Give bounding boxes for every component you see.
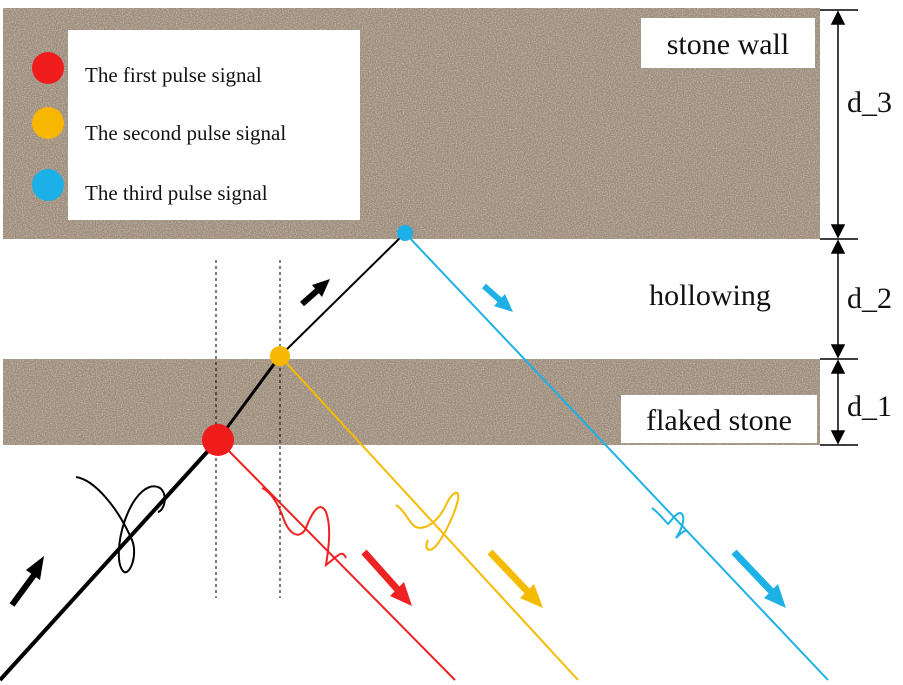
second-reflection-arrow <box>487 549 543 608</box>
legend-marker-third <box>32 169 64 201</box>
second-reflection-ray <box>279 355 579 681</box>
incident-direction-arrow-upper <box>300 279 330 307</box>
stone-wall-label-box <box>641 18 815 68</box>
third-reflection-ray <box>404 232 829 681</box>
second-reflection-point <box>270 346 290 366</box>
first-pulse-waveform <box>261 487 347 568</box>
incident-pulse-waveform <box>75 476 166 574</box>
stone-wall-label: stone wall <box>667 28 789 61</box>
legend-label-first: The first pulse signal <box>85 63 262 87</box>
legend: The first pulse signal The second pulse … <box>32 30 360 220</box>
d3-label: d_3 <box>847 86 892 119</box>
first-reflection-arrow <box>361 549 412 606</box>
third-reflection-arrow <box>731 549 786 608</box>
third-reflection-arrow-upper <box>482 283 513 312</box>
d2-label: d_2 <box>847 282 892 315</box>
flaked-stone-label: flaked stone <box>646 404 792 437</box>
legend-label-second: The second pulse signal <box>85 121 286 145</box>
flaked-stone-label-box <box>621 395 817 443</box>
legend-box <box>68 30 360 220</box>
hollowing-label: hollowing <box>649 279 771 312</box>
incident-ray-in-hollow <box>279 232 406 357</box>
second-pulse-waveform <box>395 491 460 551</box>
legend-marker-first <box>32 52 64 84</box>
incident-ray <box>0 438 220 682</box>
legend-label-third: The third pulse signal <box>85 181 268 205</box>
legend-marker-second <box>32 107 64 139</box>
first-reflection-ray <box>217 439 456 681</box>
incident-ray-in-flaked-stone <box>216 355 282 441</box>
incident-direction-arrow-lower <box>9 556 44 607</box>
third-reflection-point <box>397 225 413 241</box>
third-pulse-waveform <box>651 507 689 539</box>
first-reflection-point <box>202 424 234 456</box>
dimension-lines <box>820 9 858 446</box>
d1-label: d_1 <box>847 390 892 423</box>
